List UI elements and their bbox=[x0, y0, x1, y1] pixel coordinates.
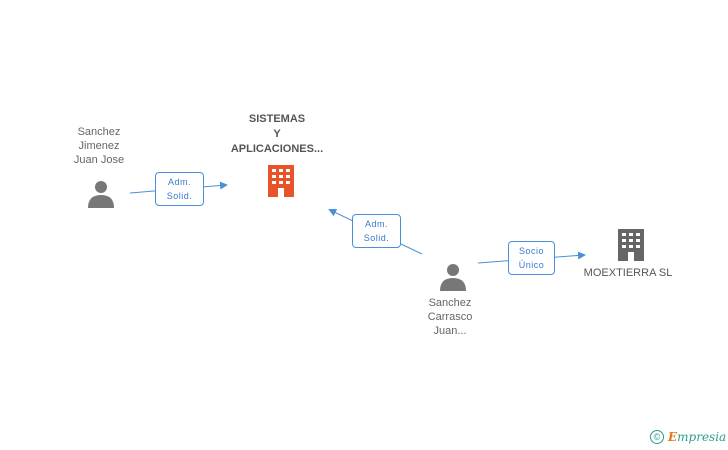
person-b-icon[interactable] bbox=[438, 261, 468, 291]
role-box-socio-unico[interactable]: Socio Único bbox=[508, 241, 555, 275]
empresia-logo: Empresia bbox=[668, 430, 727, 444]
company-main-building-icon[interactable] bbox=[264, 163, 298, 197]
company-b-building-icon[interactable] bbox=[614, 227, 648, 261]
company-b-name[interactable]: MOEXTIERRA SL bbox=[583, 267, 673, 279]
company-main-name[interactable]: SISTEMAS Y APLICACIONES... bbox=[230, 113, 324, 155]
role-box-adm-solid-a[interactable]: Adm. Solid. bbox=[155, 172, 204, 206]
person-a-name[interactable]: Sanchez Jimenez Juan Jose bbox=[73, 126, 125, 166]
role-box-adm-solid-b[interactable]: Adm. Solid. bbox=[352, 214, 401, 248]
empresia-watermark: © Empresia bbox=[650, 430, 726, 444]
person-b-name[interactable]: Sanchez Carrasco Juan... bbox=[427, 297, 473, 337]
copyright-icon: © bbox=[650, 430, 664, 444]
person-a-icon[interactable] bbox=[86, 178, 116, 208]
